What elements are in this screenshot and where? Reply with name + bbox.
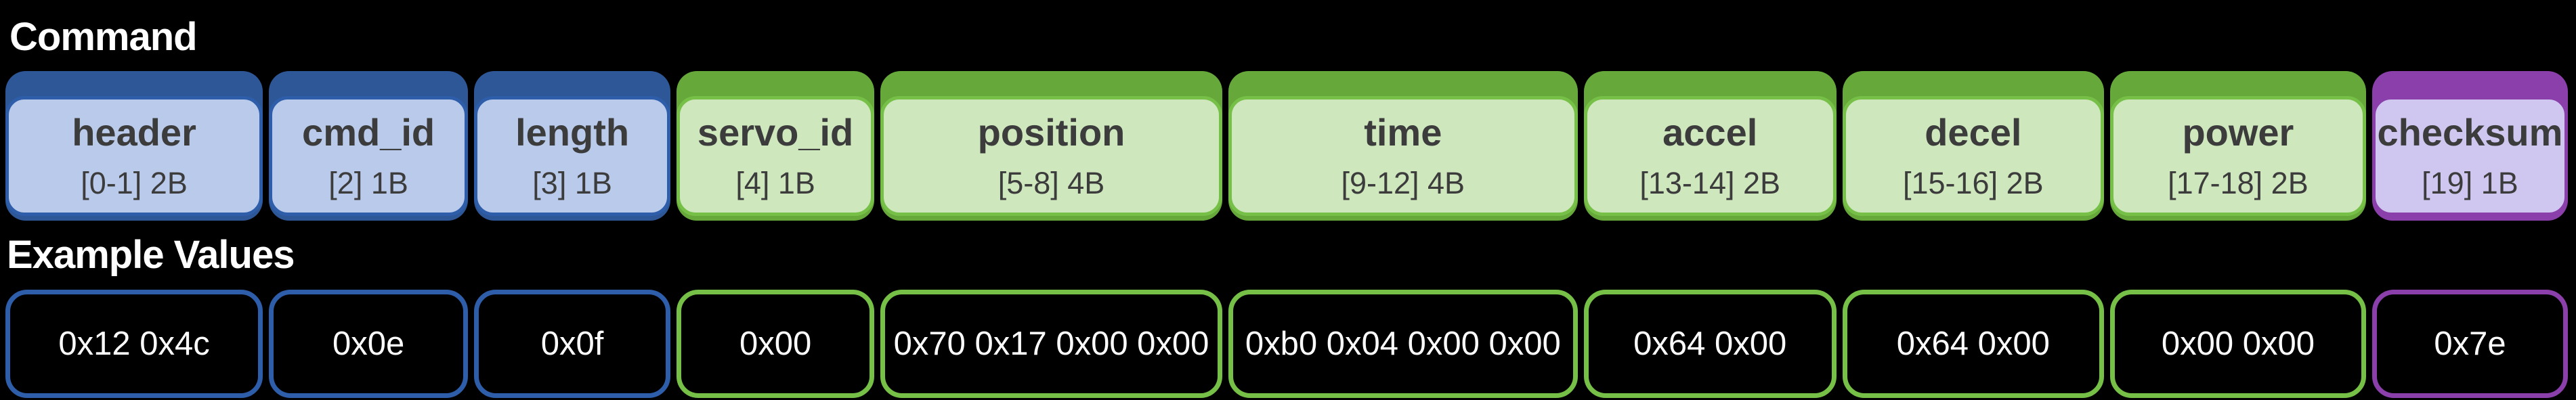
field-length-cell: length [3] 1B [474, 96, 671, 216]
field-header: header [0-1] 2B [5, 71, 263, 221]
value-text: 0x70 0x17 0x00 0x00 [893, 325, 1209, 362]
field-accel: accel [13-14] 2B [1583, 71, 1837, 221]
value-checksum: 0x7e [2371, 290, 2568, 398]
value-accel: 0x64 0x00 [1583, 290, 1837, 398]
value-length: 0x0f [474, 290, 671, 398]
value-text: 0x64 0x00 [1896, 325, 2050, 362]
field-name: accel [1662, 111, 1758, 154]
value-text: 0x12 0x4c [58, 325, 210, 362]
field-name: header [72, 111, 196, 154]
field-checksum: checksum [19] 1B [2371, 71, 2568, 221]
field-byte-range: [13-14] 2B [1639, 166, 1781, 200]
value-text: 0x7e [2434, 325, 2506, 362]
field-byte-range: [0-1] 2B [81, 166, 188, 200]
value-decel: 0x64 0x00 [1842, 290, 2104, 398]
field-byte-range: [17-18] 2B [2168, 166, 2309, 200]
field-name: checksum [2377, 111, 2563, 154]
field-byte-range: [19] 1B [2422, 166, 2518, 200]
field-position-cell: position [5-8] 4B [880, 96, 1222, 216]
field-name: decel [1925, 111, 2022, 154]
value-text: 0x64 0x00 [1633, 325, 1787, 362]
value-text: 0xb0 0x04 0x00 0x00 [1245, 325, 1561, 362]
field-name: position [977, 111, 1125, 154]
value-cmd-id: 0x0e [269, 290, 469, 398]
value-power: 0x00 0x00 [2109, 290, 2366, 398]
packet-fields-row: header [0-1] 2B cmd_id [2] 1B length [3]… [5, 71, 2568, 221]
value-time: 0xb0 0x04 0x00 0x00 [1228, 290, 1578, 398]
value-text: 0x00 [739, 325, 812, 362]
value-text: 0x0f [540, 325, 604, 362]
field-decel-cell: decel [15-16] 2B [1842, 96, 2104, 216]
field-byte-range: [4] 1B [735, 166, 815, 200]
value-position: 0x70 0x17 0x00 0x00 [880, 290, 1222, 398]
field-cmd-id-cell: cmd_id [2] 1B [269, 96, 469, 216]
field-name: cmd_id [302, 111, 435, 154]
value-text: 0x00 0x00 [2161, 325, 2315, 362]
field-power: power [17-18] 2B [2109, 71, 2366, 221]
field-byte-range: [2] 1B [328, 166, 408, 200]
field-byte-range: [15-16] 2B [1902, 166, 2044, 200]
field-name: length [515, 111, 630, 154]
command-section-title: Command [9, 15, 198, 59]
field-time-cell: time [9-12] 4B [1228, 96, 1578, 216]
field-byte-range: [5-8] 4B [997, 166, 1105, 200]
field-servo-id-cell: servo_id [4] 1B [677, 96, 875, 216]
field-power-cell: power [17-18] 2B [2109, 96, 2366, 216]
field-cmd-id: cmd_id [2] 1B [269, 71, 469, 221]
field-name: servo_id [697, 111, 854, 154]
field-decel: decel [15-16] 2B [1842, 71, 2104, 221]
field-header-cell: header [0-1] 2B [5, 96, 263, 216]
value-text: 0x0e [332, 325, 405, 362]
field-accel-cell: accel [13-14] 2B [1583, 96, 1837, 216]
field-servo-id: servo_id [4] 1B [677, 71, 875, 221]
field-byte-range: [3] 1B [532, 166, 612, 200]
value-servo-id: 0x00 [677, 290, 875, 398]
field-length: length [3] 1B [474, 71, 671, 221]
example-values-row: 0x12 0x4c 0x0e 0x0f 0x00 0x70 0x17 0x00 … [5, 290, 2568, 398]
field-byte-range: [9-12] 4B [1341, 166, 1465, 200]
field-name: time [1364, 111, 1442, 154]
field-position: position [5-8] 4B [880, 71, 1222, 221]
value-header: 0x12 0x4c [5, 290, 263, 398]
example-values-section-title: Example Values [7, 233, 295, 277]
field-checksum-cell: checksum [19] 1B [2371, 96, 2568, 216]
field-name: power [2182, 111, 2294, 154]
field-time: time [9-12] 4B [1228, 71, 1578, 221]
